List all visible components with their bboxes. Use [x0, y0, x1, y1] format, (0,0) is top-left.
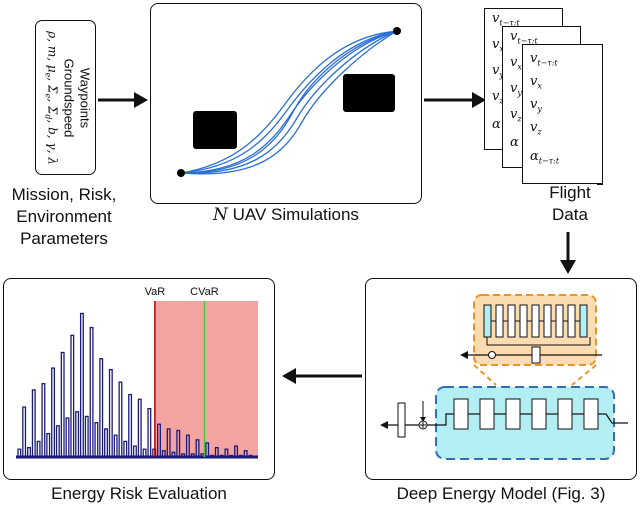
histogram-bar — [22, 406, 27, 458]
simulation-caption: N UAV Simulations — [213, 205, 359, 225]
histogram-bar — [94, 422, 99, 458]
arrow-sim-to-flight — [424, 92, 486, 108]
histogram-bar — [108, 368, 113, 458]
inputs-caption: Mission, Risk, Environment Parameters — [11, 185, 117, 248]
inputs-box: Waypoints Groundspeed ρ, m, μe, Σe, Σd, … — [35, 20, 96, 175]
histogram-bar — [51, 367, 56, 458]
histogram-bar — [89, 326, 94, 458]
var-label: VaR — [145, 286, 166, 298]
histogram-bar — [123, 440, 128, 458]
inputs-params: ρ, m, μe, Σe, Σd, b, γ, λ — [42, 30, 60, 165]
histogram-bar — [118, 381, 123, 458]
goal-point — [393, 27, 401, 35]
histogram-bar — [137, 398, 142, 458]
energy-risk-histogram: VaR CVaR — [16, 286, 258, 459]
histogram-bar — [70, 334, 75, 458]
arrow-model-to-risk — [282, 368, 362, 384]
histogram-bar — [31, 389, 36, 458]
start-point — [177, 169, 185, 177]
flight-vector-front: vt−τ:t vx vy vz αt−τ:t — [522, 43, 603, 185]
histogram-bar — [36, 440, 41, 458]
histogram-bar — [128, 393, 133, 458]
histogram-bar — [46, 432, 51, 458]
inputs-groundspeed: Groundspeed — [61, 58, 77, 137]
histogram-bar — [147, 407, 152, 458]
inputs-text-rotated: Waypoints Groundspeed ρ, m, μe, Σe, Σd, … — [39, 23, 92, 173]
uav-simulation-panel — [150, 3, 422, 204]
arrow-flight-to-model — [560, 232, 576, 274]
histogram-bar — [60, 351, 65, 458]
tail-risk-region — [154, 301, 258, 457]
histogram-bar — [132, 445, 137, 458]
histogram-bar — [104, 428, 108, 458]
obstacle-left — [193, 111, 237, 149]
histogram-bar — [75, 411, 80, 458]
flight-data-caption: Flight Data — [549, 183, 591, 224]
histogram-bar — [99, 358, 104, 458]
simulation-trajectories — [177, 27, 401, 177]
cvar-label: CVaR — [190, 286, 219, 298]
lstm-top-cells — [483, 304, 588, 338]
trajectory-bundle — [180, 30, 398, 175]
histogram-bar — [55, 425, 60, 458]
deep-energy-model-panel — [365, 278, 637, 480]
histogram-bar — [79, 312, 84, 458]
risk-eval-caption: Energy Risk Evaluation — [51, 484, 227, 503]
histogram-bar — [84, 415, 89, 458]
lstm-architecture — [380, 294, 628, 460]
inputs-waypoints: Waypoints — [77, 67, 93, 128]
obstacle-right — [343, 74, 395, 112]
histogram-bar — [41, 383, 46, 458]
deep-model-caption: Deep Energy Model (Fig. 3) — [396, 484, 606, 503]
histogram-bar — [113, 434, 118, 458]
energy-risk-panel: VaR CVaR — [3, 278, 275, 480]
arrow-inputs-to-sim — [98, 92, 148, 108]
histogram-bar — [65, 417, 70, 458]
